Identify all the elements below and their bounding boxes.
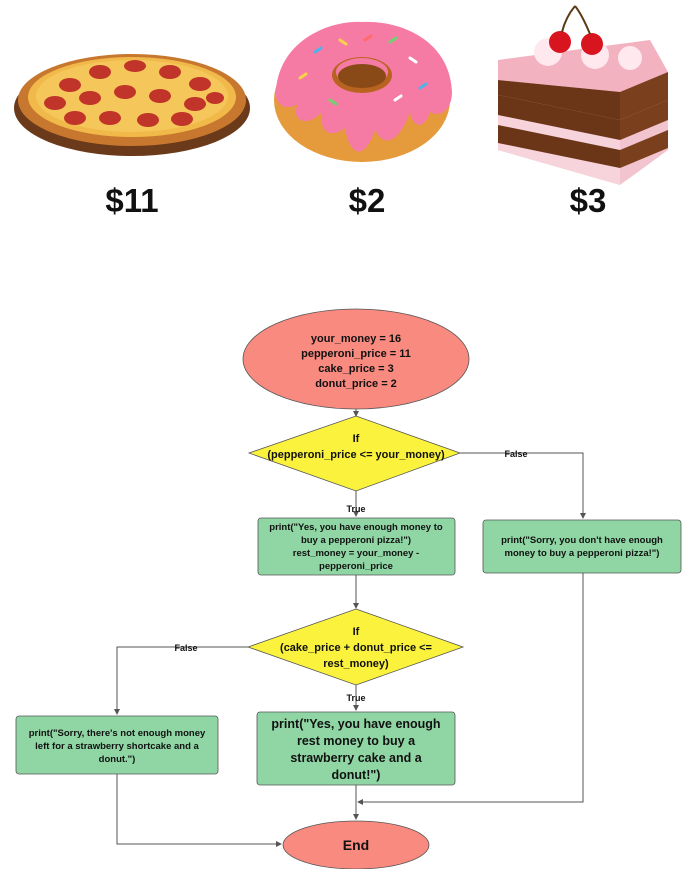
cake-price: $3: [569, 182, 607, 219]
no-pizza-line: money to buy a pepperoni pizza!"): [505, 548, 660, 559]
decision1-text: If (pepperoni_price <= your_money): [267, 433, 445, 461]
yes-pizza-box: [257, 517, 456, 576]
start-line: donut_price = 2: [315, 378, 397, 390]
decision1-false-label: False: [504, 449, 527, 459]
decision2-true-label: True: [346, 693, 365, 703]
decision2-false-label: False: [174, 643, 197, 653]
yes-dessert-text: print("Yes, you have enough rest money t…: [271, 717, 440, 782]
decision2-line: If: [353, 626, 360, 638]
donut-price: $2: [348, 182, 386, 219]
connector-no-dessert-to-end: [116, 774, 282, 847]
no-dessert-line: left for a strawberry shortcake and a: [35, 741, 199, 752]
end-ellipse: [282, 820, 430, 869]
yes-dessert-box: [256, 711, 456, 786]
connector-no-pizza-to-end: [357, 573, 584, 805]
no-dessert-text: print("Sorry, there's not enough money l…: [29, 728, 206, 765]
food-illustrations: [14, 5, 668, 185]
pizza-image: [14, 54, 250, 156]
start-line: cake_price = 3: [318, 363, 394, 375]
no-pizza-box: [482, 519, 682, 574]
start-text: your_money = 16 pepperoni_price = 11 cak…: [301, 333, 411, 390]
yes-pizza-line: rest_money = your_money -: [293, 548, 419, 559]
decision1-diamond: [247, 415, 462, 492]
connector-decision1-false: [460, 452, 586, 519]
decision2-text: If (cake_price + donut_price <= rest_mon…: [280, 626, 432, 670]
start-ellipse: [242, 308, 470, 410]
decision1-line: If: [353, 433, 360, 445]
yes-pizza-line: buy a pepperoni pizza!"): [301, 535, 411, 546]
connector-decision2-false: [114, 646, 248, 715]
decision2-line: rest_money): [323, 658, 389, 670]
yes-pizza-line: print("Yes, you have enough money to: [269, 522, 443, 533]
decision1-true-label: True: [346, 504, 365, 514]
end-label: End: [343, 837, 369, 853]
no-dessert-line: print("Sorry, there's not enough money: [29, 728, 206, 739]
yes-dessert-line: print("Yes, you have enough: [271, 717, 440, 731]
start-line: pepperoni_price = 11: [301, 348, 411, 360]
yes-pizza-line: pepperoni_price: [319, 561, 393, 572]
no-dessert-line: donut."): [99, 754, 136, 765]
yes-dessert-line: rest money to buy a: [297, 734, 416, 748]
donut-image: [274, 21, 452, 162]
no-pizza-line: print("Sorry, you don't have enough: [501, 535, 663, 546]
pizza-price: $11: [105, 182, 159, 219]
yes-pizza-text: print("Yes, you have enough money to buy…: [269, 522, 443, 572]
cake-image: [498, 5, 668, 185]
start-line: your_money = 16: [311, 333, 401, 345]
no-pizza-text: print("Sorry, you don't have enough mone…: [501, 535, 663, 559]
yes-dessert-line: donut!"): [332, 768, 381, 782]
yes-dessert-line: strawberry cake and a: [290, 751, 422, 765]
decision1-line: (pepperoni_price <= your_money): [267, 449, 445, 461]
decision2-diamond: [246, 608, 465, 686]
decision2-line: (cake_price + donut_price <=: [280, 642, 432, 654]
no-dessert-box: [15, 715, 219, 775]
